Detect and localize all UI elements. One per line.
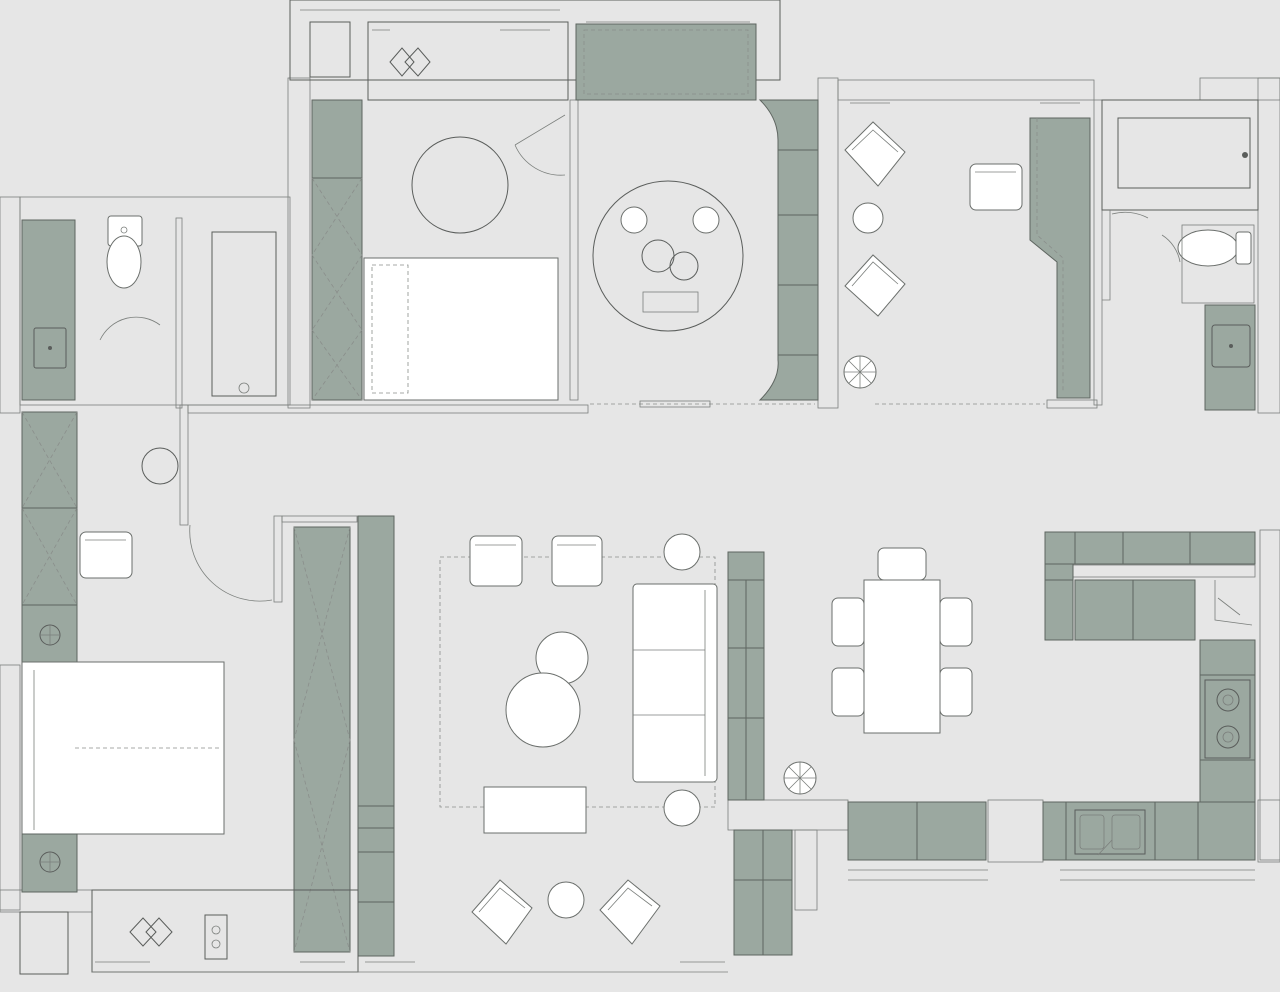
- toilet-icon: [1177, 229, 1252, 267]
- bedroom-2: [311, 99, 566, 401]
- bathroom-right: [1101, 99, 1259, 411]
- dining-area: [831, 547, 973, 734]
- armchair-icon: [844, 121, 906, 187]
- master-bedroom: [21, 411, 395, 957]
- bed-icon: [21, 661, 225, 835]
- sink-icon: [33, 327, 67, 369]
- armchair-icon: [831, 597, 865, 647]
- armchair-icon: [969, 163, 1023, 211]
- armchair-icon: [471, 879, 533, 945]
- bathroom-left: [19, 196, 291, 406]
- study-room: [590, 99, 819, 408]
- sofa-icon: [632, 583, 718, 783]
- bedroom-3: [837, 79, 1098, 409]
- armchair-icon: [551, 535, 603, 587]
- armchair-icon: [599, 879, 661, 945]
- armchair-icon: [939, 597, 973, 647]
- sink-icon: [1074, 809, 1146, 856]
- kitchen: [847, 531, 1256, 881]
- armchair-icon: [469, 535, 523, 587]
- armchair-icon: [877, 547, 927, 581]
- armchair-icon: [939, 667, 973, 717]
- armchair-icon: [844, 254, 906, 317]
- toilet-icon: [106, 215, 143, 289]
- living-room: [358, 533, 817, 973]
- top-balcony: [289, 0, 781, 101]
- plant-icon: [843, 355, 877, 389]
- bottom-balcony: [19, 889, 359, 975]
- stove-icon: [1204, 679, 1251, 759]
- shower-icon: [1117, 117, 1251, 189]
- armchair-icon: [831, 667, 865, 717]
- shower-icon: [211, 231, 277, 397]
- sink-icon: [1204, 304, 1256, 411]
- armchair-icon: [79, 531, 133, 579]
- plant-icon: [783, 761, 817, 795]
